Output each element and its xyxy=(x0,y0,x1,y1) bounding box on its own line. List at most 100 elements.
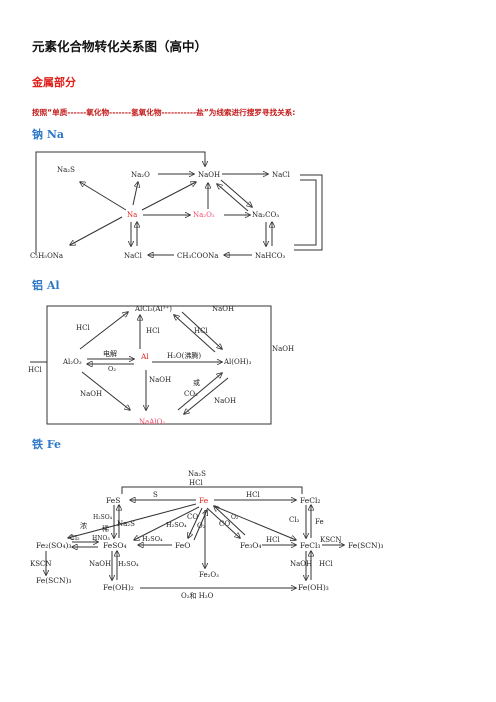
arrow-alcl3-aloh3 xyxy=(181,311,222,349)
fe-node-fe2so43: Fe₂(SO₄)₃ xyxy=(36,541,71,550)
arrow-na-na2o xyxy=(132,182,138,206)
fe-label-co-b: CO xyxy=(219,520,230,528)
heading-sodium: 钠 Na xyxy=(32,128,65,141)
al-label-hcl-left: HCl xyxy=(76,324,90,332)
fe-label-kscn-r: KSCN xyxy=(320,536,342,544)
fe-label-s: S xyxy=(153,491,158,499)
al-label-co2: CO₂ xyxy=(184,390,198,398)
na-bracket-inner xyxy=(294,179,317,246)
fe-label-hcl-top: HCl xyxy=(189,479,203,487)
fe-node-fescn3-l: Fe(SCN)₃ xyxy=(36,576,72,585)
fe-label-nong: 浓 xyxy=(80,521,87,530)
fe-label-h2so4-d: H₂SO₄ xyxy=(118,560,139,568)
fe-node-fecl3: FeCl₃ xyxy=(300,541,320,550)
fe-label-kscn-l: KSCN xyxy=(30,560,52,568)
fe-label-naoh-l: NaOH xyxy=(89,560,111,568)
na-bracket-outer xyxy=(294,174,323,251)
al-label-huo: 或 xyxy=(193,378,200,387)
al-label-naoh-left: NaOH xyxy=(80,390,102,398)
node-na2o: Na₂O xyxy=(131,171,150,179)
al-label-hcl-right: HCl xyxy=(194,327,208,335)
node-na: Na xyxy=(127,211,137,219)
na-frame-line xyxy=(35,151,205,255)
al-label-naoh-top: NaOH xyxy=(212,305,234,313)
section-heading-metal: 金属部分 xyxy=(32,76,76,89)
node-nacl-top: NaCl xyxy=(272,171,291,179)
fe-label-o2-b: O₂ xyxy=(231,514,239,521)
al-label-naoh-outer: NaOH xyxy=(272,345,294,353)
arrow-fe-feo xyxy=(188,507,203,538)
node-na2o2: Na₂O₂ xyxy=(193,211,215,219)
al-node-al: Al xyxy=(140,352,149,361)
fe-node-fe: Fe xyxy=(199,496,209,505)
fe-node-fes: FeS xyxy=(106,496,120,505)
fe-label-h2so4-a: H₂SO₄ xyxy=(93,514,113,521)
arrow-fe-fe2so43 xyxy=(68,503,197,538)
arrow-fe-fe3o4 xyxy=(206,507,240,538)
fe-label-o2h2o: O₂和 H₂O xyxy=(181,591,214,600)
aluminum-diagram: AlCl₃(Al³⁺) NaOH HCl HCl HCl HCl NaOH Al… xyxy=(28,305,294,426)
fe-label-naoh-r: NaOH xyxy=(290,560,312,568)
al-node-aloh3: Al(OH)₃ xyxy=(223,358,252,366)
arrow-fe-fecl3 xyxy=(213,505,296,540)
arrow-al2o3-alcl3 xyxy=(79,312,128,350)
al-label-o2: O₂ xyxy=(108,365,116,373)
instruction-text: 按照“单质------氧化物-------氢氧化物-----------盐”为线… xyxy=(32,108,296,117)
fe-label-o2-a: O₂ xyxy=(197,522,206,530)
arrow-aloh3-alcl3 xyxy=(174,315,216,353)
fe-label-h2so4-c: H₂SO₄ xyxy=(142,535,163,543)
fe-label-hcl-b: HCl xyxy=(266,536,280,544)
fe-label-na2s-mid: Na₂S xyxy=(117,520,135,528)
arrow-fe3o4-fe xyxy=(214,506,246,536)
arrow-na-naoh xyxy=(141,182,196,211)
al-node-al2o3: Al₂O₃ xyxy=(62,358,82,366)
fe-node-fe2o3: Fe₂O₃ xyxy=(199,571,219,579)
page-title: 元素化合物转化关系图（高中） xyxy=(32,39,208,54)
arrow-naalo2-aloh3 xyxy=(177,373,222,411)
arrow-al2o3-naalo2 xyxy=(81,371,130,410)
fe-node-feoh2: Fe(OH)₂ xyxy=(103,583,134,592)
fe-node-feo: FeO xyxy=(175,541,190,550)
arrow-na2co3-naoh xyxy=(217,184,249,212)
fe-label-xi: 稀 xyxy=(102,524,109,533)
al-label-h2o: H₂O(沸腾) xyxy=(167,351,201,360)
fe-label-na2s-top: Na₂S xyxy=(188,470,206,478)
fe-label-hno3: HNO₃ xyxy=(92,535,110,542)
arrow-aloh3-naalo2 xyxy=(184,377,229,414)
al-node-naalo2: NaAlO₂ xyxy=(139,418,165,426)
fe-label-co-a: CO xyxy=(187,513,198,521)
fe-label-fe-r: Fe xyxy=(315,518,324,526)
fe-label-cl2-b: Cl₂ xyxy=(70,534,80,542)
fe-label-hcl-fe: HCl xyxy=(246,491,260,499)
node-naoh: NaOH xyxy=(198,171,220,179)
node-c2h5ona: C₂H₅ONa xyxy=(30,252,63,260)
arrow-naoh-na2co3 xyxy=(220,179,252,207)
arrow-na-c2h5ona xyxy=(70,216,123,245)
al-node-alcl3: AlCl₃(Al³⁺) xyxy=(134,305,172,313)
fe-top-bracket xyxy=(121,486,303,494)
node-nacl-bottom: NaCl xyxy=(124,252,143,260)
heading-iron: 铁 Fe xyxy=(32,438,62,451)
fe-node-fecl2: FeCl₂ xyxy=(300,496,320,505)
al-label-naoh-right: NaOH xyxy=(214,397,236,405)
al-label-dianjie: 电解 xyxy=(103,349,117,358)
node-nahco3: NaHCO₃ xyxy=(255,252,285,260)
fe-node-feso4: FeSO₄ xyxy=(103,541,127,550)
arrow-fe-feso4 xyxy=(134,506,200,540)
node-na2s: Na₂S xyxy=(57,166,75,174)
iron-diagram: Na₂S HCl FeS S Fe HCl FeCl₂ H₂SO₄ 浓 稀 Na… xyxy=(30,470,384,600)
fe-label-cl2-a: Cl₂ xyxy=(289,516,300,524)
fe-node-fe3o4: Fe₃O₄ xyxy=(240,541,261,550)
fe-label-h2so4-b: H₂SO₄ xyxy=(166,521,187,529)
fe-node-fescn3-r: Fe(SCN)₃ xyxy=(348,541,384,550)
heading-aluminum: 铝 Al xyxy=(32,279,60,292)
node-na2co3: Na₂CO₃ xyxy=(252,211,279,219)
al-label-naoh-mid: NaOH xyxy=(149,376,171,384)
fe-label-hcl-r: HCl xyxy=(319,560,333,568)
node-ch3coona: CH₃COONa xyxy=(177,252,218,260)
fe-node-feoh3: Fe(OH)₃ xyxy=(298,583,329,592)
al-label-hcl-mid: HCl xyxy=(146,327,160,335)
arrow-na-na2s xyxy=(80,182,127,211)
al-label-hcl-outer: HCl xyxy=(28,366,42,374)
